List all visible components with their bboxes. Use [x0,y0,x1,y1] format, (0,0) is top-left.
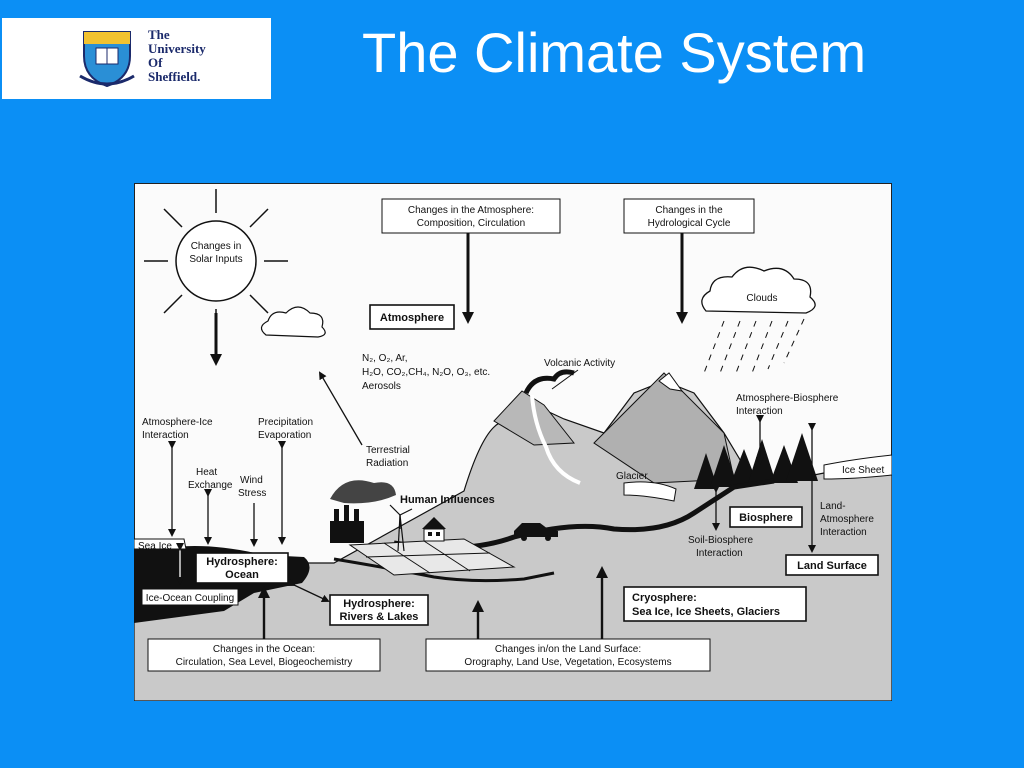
mountain-shape [593,372,735,484]
ocean-rivers-arrow [286,578,330,603]
land-changes-label-1: Changes in/on the Land Surface: [495,644,641,655]
volcanic-label: Volcanic Activity [544,358,615,369]
cryosphere-label-2: Sea Ice, Ice Sheets, Glaciers [632,606,780,618]
atmosphere-changes-box [381,198,561,234]
atm-ice-label-2: Interaction [142,430,189,441]
solar-label-2: Solar Inputs [189,254,242,265]
atm-bio-label-1: Atmosphere-Biosphere [736,393,839,404]
factory-icon [330,480,396,543]
cloud-icon [701,266,816,314]
glacier-flow [530,394,581,485]
ice-sheet-shape [823,454,892,480]
car-icon [514,523,558,541]
wind-label-1: Wind [240,475,263,486]
lake-outline [333,557,555,583]
atmosphere-changes-label-1: Changes in the Atmosphere: [408,205,534,216]
cryosphere-label-1: Cryosphere: [632,592,697,604]
ocean-changes-box [147,638,381,672]
sea-ice-shape [134,538,187,550]
atmosphere-box [369,304,455,330]
glacier-label: Glacier [616,471,648,482]
human-influences-label: Human Influences [400,494,495,506]
slide-title: The Climate System [362,21,867,84]
snow-cap [658,372,684,392]
land-changes-label-2: Orography, Land Use, Vegetation, Ecosyst… [464,657,671,668]
house-icon [422,517,446,542]
sea-ice-label: Sea Ice [138,541,172,552]
land-atm-label-1: Land- [820,501,846,512]
volcanic-smoke [523,369,575,395]
windmill-icon [389,504,413,552]
land-atm-label-3: Interaction [820,527,867,538]
terrestrial-arrow [318,371,363,446]
rain-icon [703,318,805,374]
hydro-rivers-label-2: Rivers & Lakes [340,611,419,623]
land-surface-label: Land Surface [797,560,867,572]
gases-label-3: Aerosols [362,381,401,392]
hydro-rivers-box [329,594,429,626]
hydro-changes-box [623,198,755,234]
atmosphere-label: Atmosphere [380,312,444,324]
atm-ice-label-1: Atmosphere-Ice [142,417,213,428]
logo-line-1: The [148,27,170,42]
climate-system-diagram: Changes in Solar Inputs Changes in the A… [134,183,892,701]
shield-crest-icon [79,31,135,88]
ocean-changes-label-2: Circulation, Sea Level, Biogeochemistry [176,657,353,668]
university-logo: The University Of Sheffield. [2,18,271,99]
solar-label-1: Changes in [191,241,242,252]
hydro-ocean-label-2: Ocean [225,569,259,581]
logo-line-4: Sheffield. [148,69,201,84]
land-atm-label-2: Atmosphere [820,514,874,525]
soil-bio-label-2: Interaction [696,548,743,559]
clouds-label: Clouds [746,293,777,304]
atmosphere-changes-label-2: Composition, Circulation [417,218,525,229]
heat-label-1: Heat [196,467,217,478]
ocean-changes-label-1: Changes in the Ocean: [213,644,315,655]
ice-ocean-label: Ice-Ocean Coupling [146,593,234,604]
land-changes-box [425,638,711,672]
biosphere-box [729,506,803,528]
hydro-rivers-label-1: Hydrosphere: [343,598,415,610]
hydro-changes-label-1: Changes in the [655,205,723,216]
gases-label-1: N₂, O₂, Ar, [362,353,408,364]
university-name: The University Of Sheffield. [148,28,206,84]
biosphere-label: Biosphere [739,512,793,524]
heat-label-2: Exchange [188,480,233,491]
logo-line-2: University [148,41,206,56]
hydro-ocean-label-1: Hydrosphere: [206,556,278,568]
volcanic-pointer [551,369,579,390]
gases-label-2: H₂O, CO₂,CH₄, N₂O, O₃, etc. [362,367,490,378]
terrestrial-label-1: Terrestrial [366,445,410,456]
logo-line-3: Of [148,55,163,70]
ice-sheet-label: Ice Sheet [842,465,884,476]
small-cloud-icon [260,306,326,338]
precip-label-1: Precipitation [258,417,313,428]
hydro-ocean-box [195,552,289,584]
hydro-changes-label-2: Hydrological Cycle [648,218,731,229]
precip-label-2: Evaporation [258,430,311,441]
ice-ocean-box [141,588,239,606]
atm-bio-label-2: Interaction [736,406,783,417]
soil-bio-label-1: Soil-Biosphere [688,535,753,546]
sun-icon [144,189,288,331]
terrestrial-label-2: Radiation [366,458,408,469]
wind-label-2: Stress [238,488,266,499]
cryosphere-box [623,586,807,622]
land-surface-box [785,554,879,576]
glacier-shape [623,481,677,502]
